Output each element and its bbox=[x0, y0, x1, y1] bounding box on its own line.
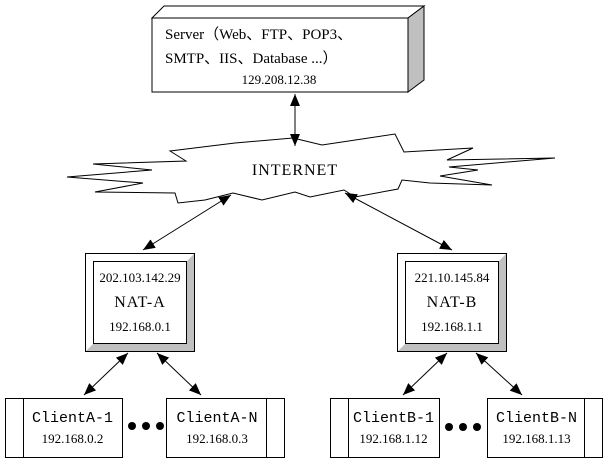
link-nat-b-client-b1 bbox=[402, 352, 448, 396]
link-nat-b-client-bn bbox=[475, 352, 523, 396]
client-b1-name: ClientB-1 bbox=[352, 409, 434, 427]
server-box-shape bbox=[150, 5, 426, 93]
nat-b-public-ip: 221.10.145.84 bbox=[414, 270, 490, 285]
nat-b-node: 221.10.145.84 NAT-B 192.168.1.1 bbox=[397, 253, 507, 352]
link-nat-a-client-a1 bbox=[83, 352, 129, 396]
more-clients-b-ellipsis-icon bbox=[445, 423, 481, 431]
nat-a-frame: 202.103.142.29 NAT-A 192.168.0.1 bbox=[86, 254, 194, 351]
client-b1-side-panel bbox=[331, 399, 349, 457]
client-b1-ip: 192.168.1.12 bbox=[359, 430, 428, 446]
server-ip: 129.208.12.38 bbox=[241, 72, 317, 87]
nat-a-private-ip: 192.168.0.1 bbox=[109, 319, 171, 334]
internet-label: INTERNET bbox=[251, 162, 339, 179]
nat-a-node: 202.103.142.29 NAT-A 192.168.0.1 bbox=[85, 253, 195, 352]
nat-b-private-ip: 192.168.1.1 bbox=[421, 319, 483, 334]
client-an-side-panel bbox=[266, 399, 284, 457]
client-bn-name: ClientB-N bbox=[495, 409, 577, 427]
nat-a-name: NAT-A bbox=[114, 294, 166, 311]
more-clients-a-ellipsis-icon bbox=[128, 422, 164, 430]
diagram-links bbox=[83, 94, 523, 396]
client-bn-ip: 192.168.1.13 bbox=[502, 430, 571, 446]
client-an-name: ClientA-N bbox=[176, 409, 258, 427]
client-bn-node: ClientB-N 192.168.1.13 bbox=[487, 398, 603, 458]
nat-a-public-ip: 202.103.142.29 bbox=[99, 270, 181, 285]
client-a1-name: ClientA-1 bbox=[31, 409, 113, 427]
server-label: Server（Web、FTP、POP3、SMTP、IIS、Database ..… bbox=[165, 27, 353, 67]
link-internet-nat-a bbox=[142, 194, 232, 251]
nat-b-frame: 221.10.145.84 NAT-B 192.168.1.1 bbox=[398, 254, 506, 351]
nat-b-name: NAT-B bbox=[426, 294, 478, 311]
client-a1-ip: 192.168.0.2 bbox=[41, 430, 104, 446]
client-a1-node: ClientA-1 192.168.0.2 bbox=[5, 398, 123, 458]
server-node: Server（Web、FTP、POP3、SMTP、IIS、Database ..… bbox=[153, 19, 405, 89]
link-nat-a-client-an bbox=[156, 352, 202, 396]
client-b1-node: ClientB-1 192.168.1.12 bbox=[330, 398, 440, 458]
client-bn-side-panel bbox=[584, 399, 602, 457]
client-an-ip: 192.168.0.3 bbox=[186, 430, 248, 446]
client-an-node: ClientA-N 192.168.0.3 bbox=[166, 398, 285, 458]
client-a1-side-panel bbox=[6, 399, 24, 457]
link-internet-nat-b bbox=[344, 192, 453, 251]
